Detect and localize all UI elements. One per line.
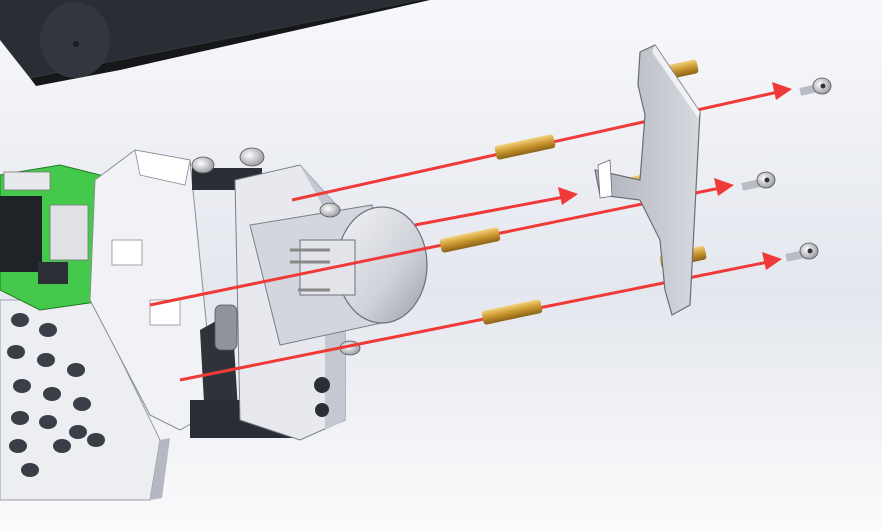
arrow-lower-icon bbox=[149, 178, 734, 307]
l-shaped-mounting-bracket-icon bbox=[594, 44, 701, 316]
socket-head-screws bbox=[741, 77, 832, 262]
cylindrical-motor-icon bbox=[249, 202, 428, 356]
dark-housing-shell-icon bbox=[0, 0, 430, 86]
screw-top-icon bbox=[799, 77, 832, 96]
arrow-middle-icon bbox=[414, 187, 578, 227]
screw-middle-icon bbox=[741, 171, 776, 191]
standoff-1-icon bbox=[494, 134, 556, 160]
screw-bottom-icon bbox=[785, 242, 819, 262]
standoff-3-icon bbox=[481, 299, 543, 325]
gear-icon bbox=[214, 304, 238, 351]
standoff-2-icon bbox=[439, 227, 501, 253]
